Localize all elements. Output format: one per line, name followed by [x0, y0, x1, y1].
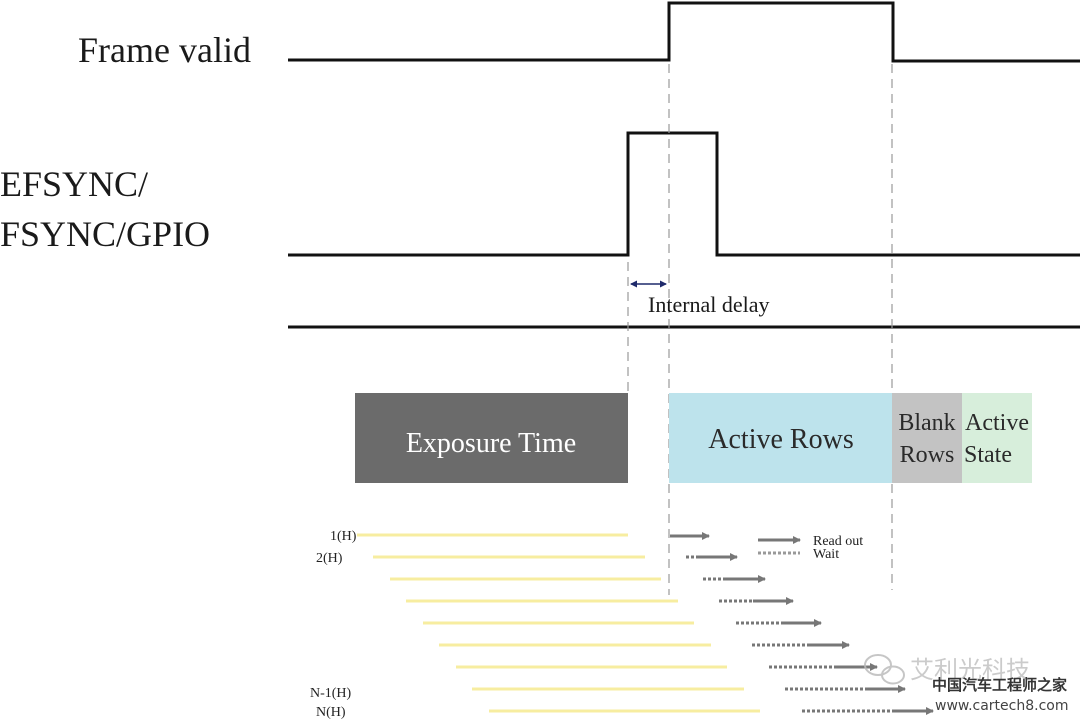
frame-valid-waveform	[288, 1, 1080, 63]
efsync-waveform	[288, 131, 1080, 257]
exposure-time-block	[355, 393, 628, 483]
wechat-icon	[864, 654, 905, 685]
blank-rows-block	[892, 393, 962, 483]
watermark-brand: 艾利光科技	[910, 656, 1030, 684]
row-label-first: 1(H)	[330, 529, 357, 544]
row-label-second: 2(H)	[316, 551, 343, 566]
active-rows-block	[669, 393, 892, 483]
active-state-label-line1: Active	[965, 410, 1029, 436]
blank-rows-label-line1: Blank	[898, 410, 955, 436]
legend-wait-label: Wait	[813, 547, 839, 562]
legend-readout-label: Read out	[813, 534, 863, 549]
watermark-site-url: www.cartech8.com	[935, 698, 1068, 714]
active-state-block	[962, 393, 1032, 483]
active-state-label-line2: State	[964, 442, 1012, 468]
internal-delay-label: Internal delay	[648, 292, 770, 317]
readout-arrows	[670, 532, 934, 715]
active-rows-label: Active Rows	[708, 424, 853, 455]
legend: Read out Wait	[758, 534, 863, 562]
row-label-last: N(H)	[316, 705, 346, 720]
exposure-time-label: Exposure Time	[406, 428, 576, 459]
blank-rows-label-line2: Rows	[900, 442, 955, 468]
watermark: 艾利光科技 中国汽车工程师之家 www.cartech8.com	[864, 654, 1068, 714]
efsync-label-line2: FSYNC/GPIO	[0, 214, 210, 254]
frame-valid-label: Frame valid	[78, 30, 251, 70]
watermark-site-cn: 中国汽车工程师之家	[932, 676, 1067, 694]
row-label-second-last: N-1(H)	[310, 686, 352, 701]
row-exposure-bars	[357, 533, 760, 713]
efsync-label-line1: EFSYNC/	[0, 164, 148, 204]
